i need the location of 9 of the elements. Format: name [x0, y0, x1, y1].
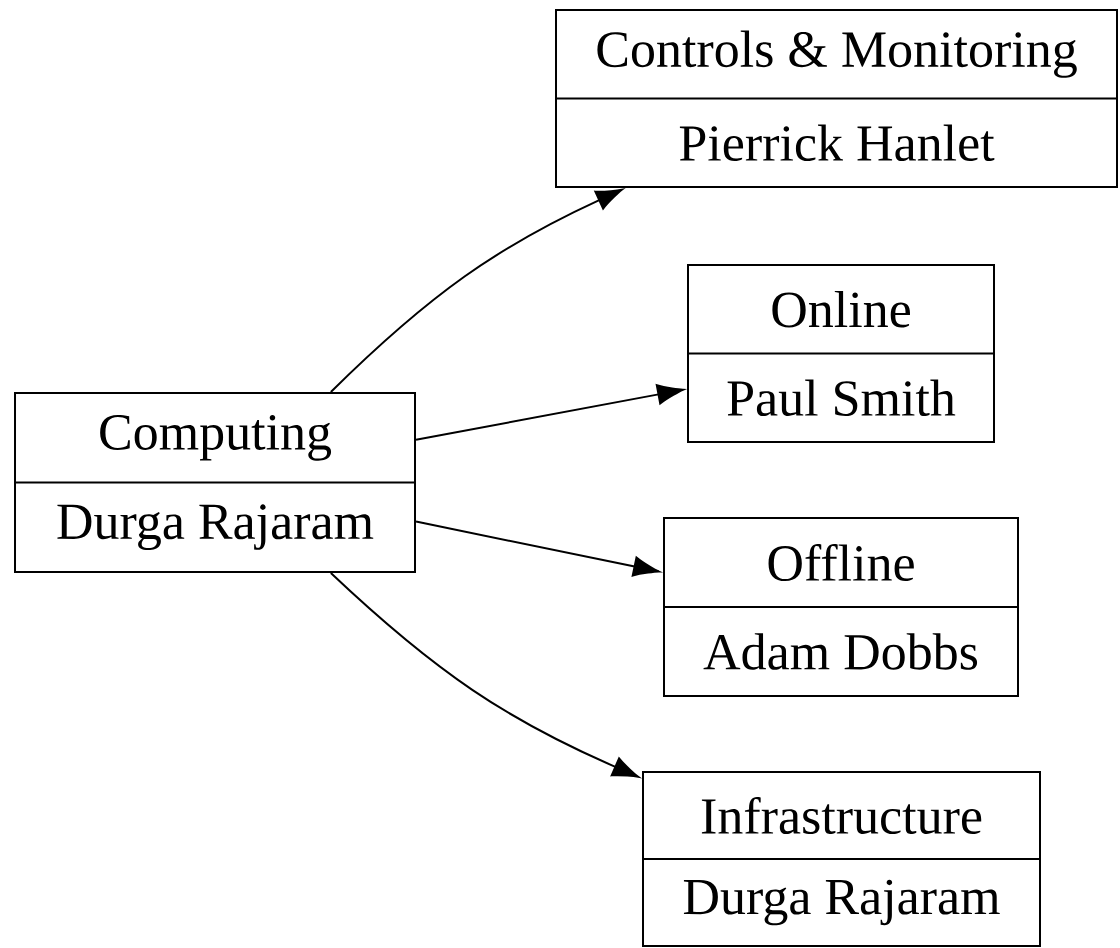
arrow: [329, 572, 640, 778]
record-box: Computing Durga Rajaram: [14, 392, 416, 573]
record-box: Controls & Monitoring Pierrick Hanlet: [555, 9, 1118, 188]
record-box: Online Paul Smith: [687, 264, 995, 443]
arrow: [415, 520, 660, 577]
record-box: Offline Adam Dobbs: [663, 517, 1019, 697]
arrow: [415, 384, 684, 441]
arrow: [329, 188, 623, 393]
record-box: Infrastructure Durga Rajaram: [642, 771, 1041, 947]
